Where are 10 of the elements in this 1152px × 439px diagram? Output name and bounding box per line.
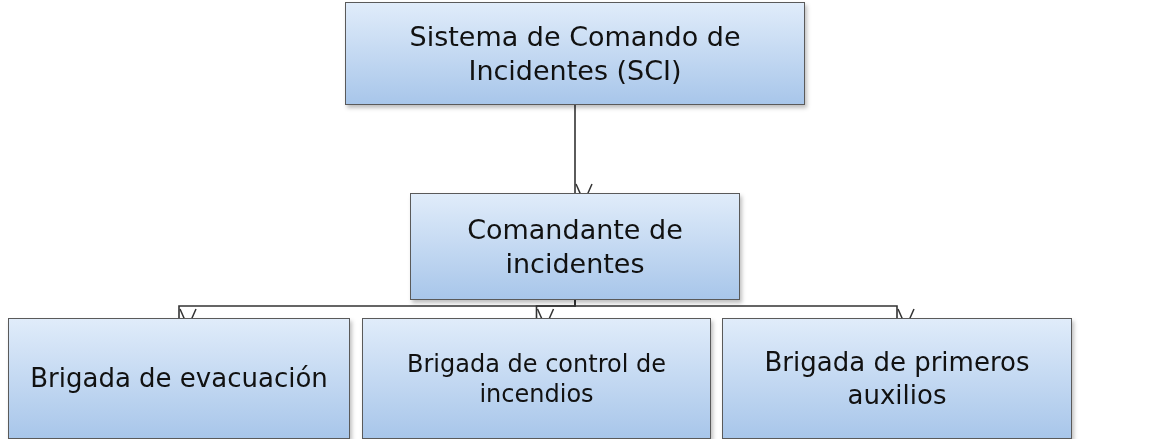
- box-label: Comandante de incidentes: [466, 212, 684, 281]
- box-label: Sistema de Comando de Incidentes (SCI): [408, 19, 742, 88]
- org-box: [722, 318, 1072, 439]
- box-label: Brigada de primeros auxilios: [763, 346, 1031, 411]
- org-box: [8, 318, 350, 439]
- org-box: [345, 2, 805, 105]
- box-label: Brigada de control de incendios: [406, 348, 667, 409]
- box-label: Brigada de evacuación: [30, 362, 328, 395]
- org-box: [410, 193, 740, 300]
- org-box: [362, 318, 711, 439]
